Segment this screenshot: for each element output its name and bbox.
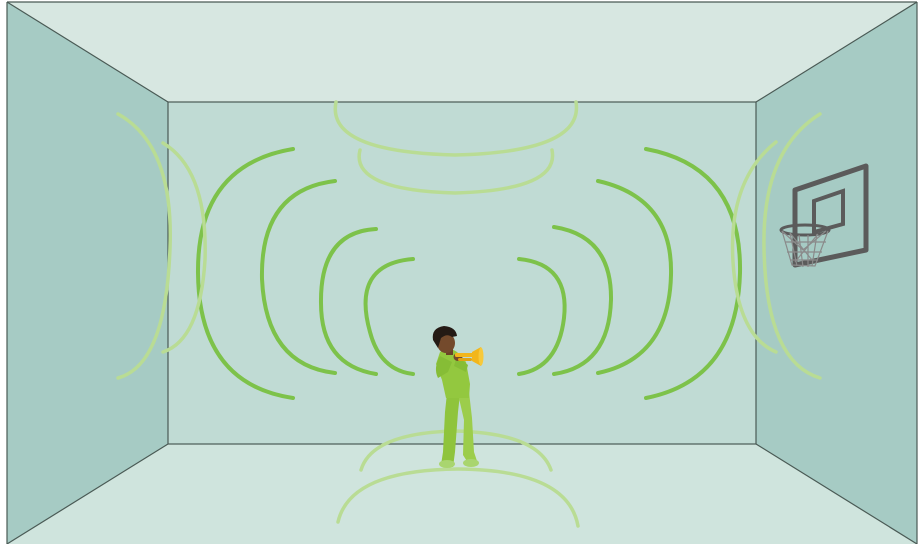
- player-left-shoe: [439, 460, 455, 468]
- room: [7, 2, 917, 544]
- player-right-shoe: [463, 459, 479, 467]
